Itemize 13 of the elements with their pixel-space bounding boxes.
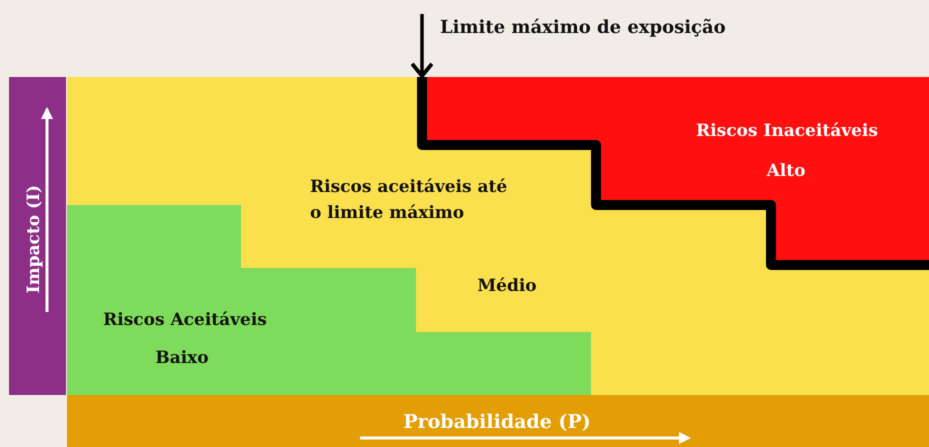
- axis-label: Impacto (I): [24, 185, 44, 294]
- arrow: [410, 14, 434, 78]
- zone-title: Riscos Inaceitáveis: [695, 120, 879, 143]
- zone-title: Riscos Aceitáveis: [102, 309, 268, 332]
- axis-band: [67, 395, 929, 447]
- risk-level-label: Médio: [476, 275, 538, 298]
- axis-label: Probabilidade (P): [402, 410, 592, 435]
- axis-band: [9, 77, 66, 395]
- zone-title: Riscos aceitáveis até o limite máximo: [310, 176, 508, 224]
- risk-level-label: Alto: [766, 160, 806, 183]
- risk-zone: [67, 77, 929, 395]
- risk-level-label: Baixo: [154, 347, 210, 370]
- annotation-text: Limite máximo de exposição: [440, 16, 727, 40]
